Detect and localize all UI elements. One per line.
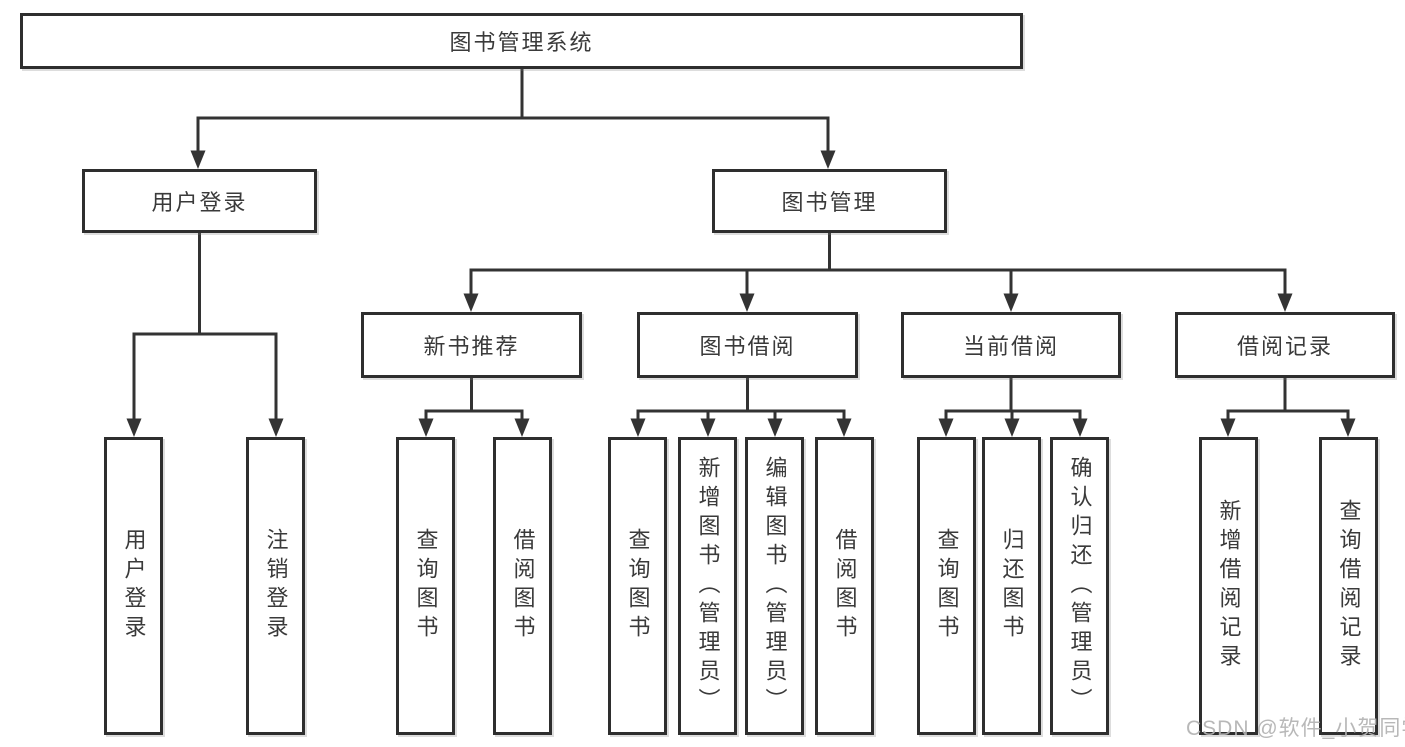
node-current-borrowing: 当前借阅 [901,312,1121,378]
node-book-borrowing: 图书借阅 [637,312,858,378]
node-user-login-label: 用户登录 [151,190,248,215]
watermark: CSDN @软件_小贺同学 [1186,717,1405,740]
leaf-add-borrow-record-label: 新增借阅记录 [1216,499,1242,673]
node-borrowing-records: 借阅记录 [1175,312,1395,378]
node-book-management: 图书管理 [712,169,947,233]
leaf-borrow-book-recommend: 借阅图书 [493,437,552,735]
leaf-borrow-book-label: 借阅图书 [832,528,858,644]
leaf-return-book: 归还图书 [982,437,1041,735]
leaf-add-borrow-record: 新增借阅记录 [1199,437,1258,735]
leaf-logout: 注销登录 [246,437,305,735]
arrowheads [126,150,1356,437]
node-book-borrowing-label: 图书借阅 [699,334,796,359]
node-user-login: 用户登录 [82,169,317,233]
leaf-query-books-current: 查询图书 [917,437,976,735]
leaf-query-books-borrow-label: 查询图书 [625,528,651,644]
leaf-query-books-borrow: 查询图书 [608,437,667,735]
leaf-add-book-admin: 新增图书（管理员） [678,437,737,735]
leaf-user-login: 用户登录 [104,437,163,735]
leaf-confirm-return-admin: 确认归还（管理员） [1050,437,1109,735]
node-book-management-label: 图书管理 [781,190,878,215]
leaf-user-login-label: 用户登录 [121,528,147,644]
node-new-book-recommend-label: 新书推荐 [423,334,520,359]
node-root-label: 图书管理系统 [449,30,594,55]
leaf-return-book-label: 归还图书 [999,528,1025,644]
node-new-book-recommend: 新书推荐 [361,312,582,378]
leaf-logout-label: 注销登录 [263,528,289,644]
leaf-edit-book-admin-label: 编辑图书（管理员） [762,455,788,717]
leaf-query-books-current-label: 查询图书 [934,528,960,644]
leaf-edit-book-admin: 编辑图书（管理员） [745,437,804,735]
leaf-query-books-recommend: 查询图书 [396,437,455,735]
leaf-query-borrow-record: 查询借阅记录 [1319,437,1378,735]
node-borrowing-records-label: 借阅记录 [1236,334,1333,359]
leaf-add-book-admin-label: 新增图书（管理员） [695,455,721,717]
node-root: 图书管理系统 [20,13,1023,69]
leaf-borrow-book-recommend-label: 借阅图书 [510,528,536,644]
leaf-query-books-recommend-label: 查询图书 [413,528,439,644]
node-current-borrowing-label: 当前借阅 [962,334,1059,359]
leaf-confirm-return-admin-label: 确认归还（管理员） [1067,455,1093,717]
leaf-borrow-book: 借阅图书 [815,437,874,735]
leaf-query-borrow-record-label: 查询借阅记录 [1336,499,1362,673]
